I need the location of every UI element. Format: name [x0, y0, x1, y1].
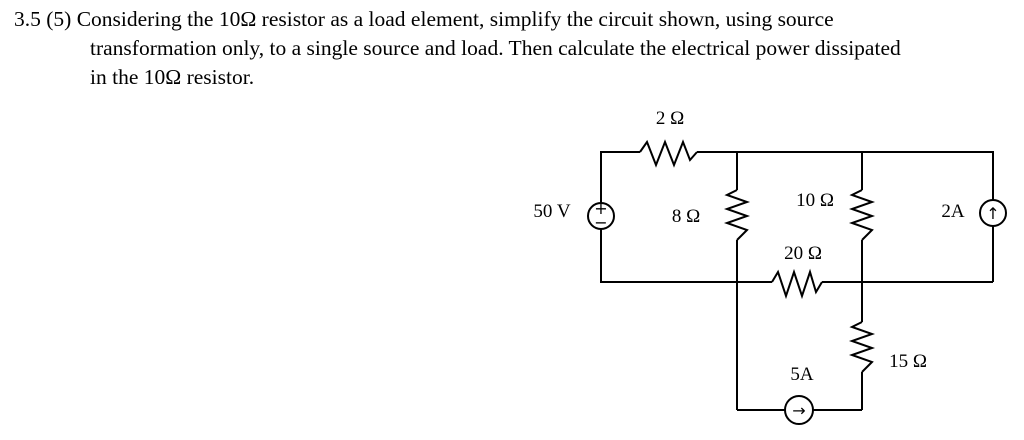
arrow-up-icon: ↑ [986, 204, 999, 223]
current-source-2a: ↑ [979, 199, 1007, 227]
label-10-ohm: 10 Ω [796, 190, 834, 211]
label-5-amp: 5A [790, 364, 814, 385]
resistor-15-ohm [848, 321, 876, 373]
resistor-2-ohm [639, 139, 698, 168]
wires [600, 151, 994, 411]
voltage-source-circle [587, 202, 615, 230]
current-source-5a-circle [784, 395, 814, 425]
problem-line-3: in the 10Ω resistor. [90, 65, 255, 89]
wire-top-right [862, 151, 994, 200]
resistor-10-ohm [848, 189, 876, 241]
arrow-right-icon: → [792, 401, 805, 420]
wire-left-bottom [600, 229, 737, 283]
problem-line-1: 3.5 (5) Considering the 10Ω resistor as … [14, 7, 834, 31]
resistor-8-ohm [723, 189, 751, 241]
label-8-ohm: 8 Ω [672, 206, 700, 227]
wire-left-top [600, 151, 640, 203]
problem-line-2: transformation only, to a single source … [90, 36, 901, 60]
current-source-2a-circle [979, 199, 1007, 227]
voltage-plus-icon: + [594, 199, 607, 218]
label-2-amp: 2A [941, 201, 965, 222]
label-15-ohm: 15 Ω [889, 351, 927, 372]
resistor-20-ohm [771, 268, 823, 300]
label-2-ohm: 2 Ω [656, 108, 684, 129]
label-50-volt: 50 V [533, 201, 570, 222]
current-source-5a: → [784, 395, 814, 425]
voltage-source-50v: + − [587, 199, 615, 232]
label-20-ohm: 20 Ω [784, 243, 822, 264]
voltage-minus-icon: − [594, 213, 607, 232]
